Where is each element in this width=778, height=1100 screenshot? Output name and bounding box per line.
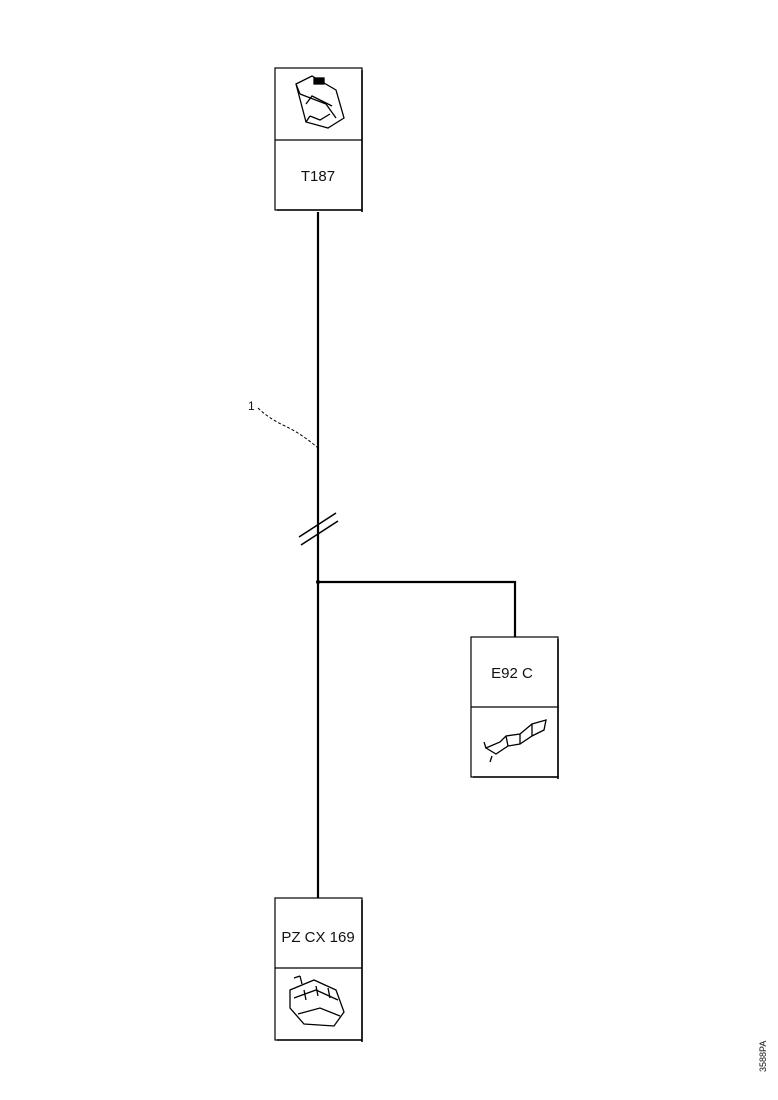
wire-callout-label: 1	[248, 399, 255, 413]
junction-dot	[316, 580, 320, 584]
connector-pzcx169-label: PZ CX 169	[281, 929, 354, 946]
connector-plug-icon	[289, 975, 345, 1027]
connector-terminal-icon	[483, 719, 547, 763]
wire-break-mark	[298, 512, 339, 546]
branch-wire	[318, 580, 517, 637]
connector-pzcx169[interactable]: PZ CX 169	[274, 897, 363, 1042]
connector-block-icon	[295, 75, 345, 129]
connector-e92c[interactable]: E92 C	[470, 636, 559, 779]
document-id: 3588PA	[758, 1041, 768, 1072]
connector-e92c-label: E92 C	[491, 665, 533, 682]
wire-callout: 1	[248, 399, 319, 449]
connector-t187[interactable]: T187	[274, 67, 363, 212]
connector-t187-label: T187	[301, 168, 335, 185]
callout-leader-line	[257, 407, 319, 449]
